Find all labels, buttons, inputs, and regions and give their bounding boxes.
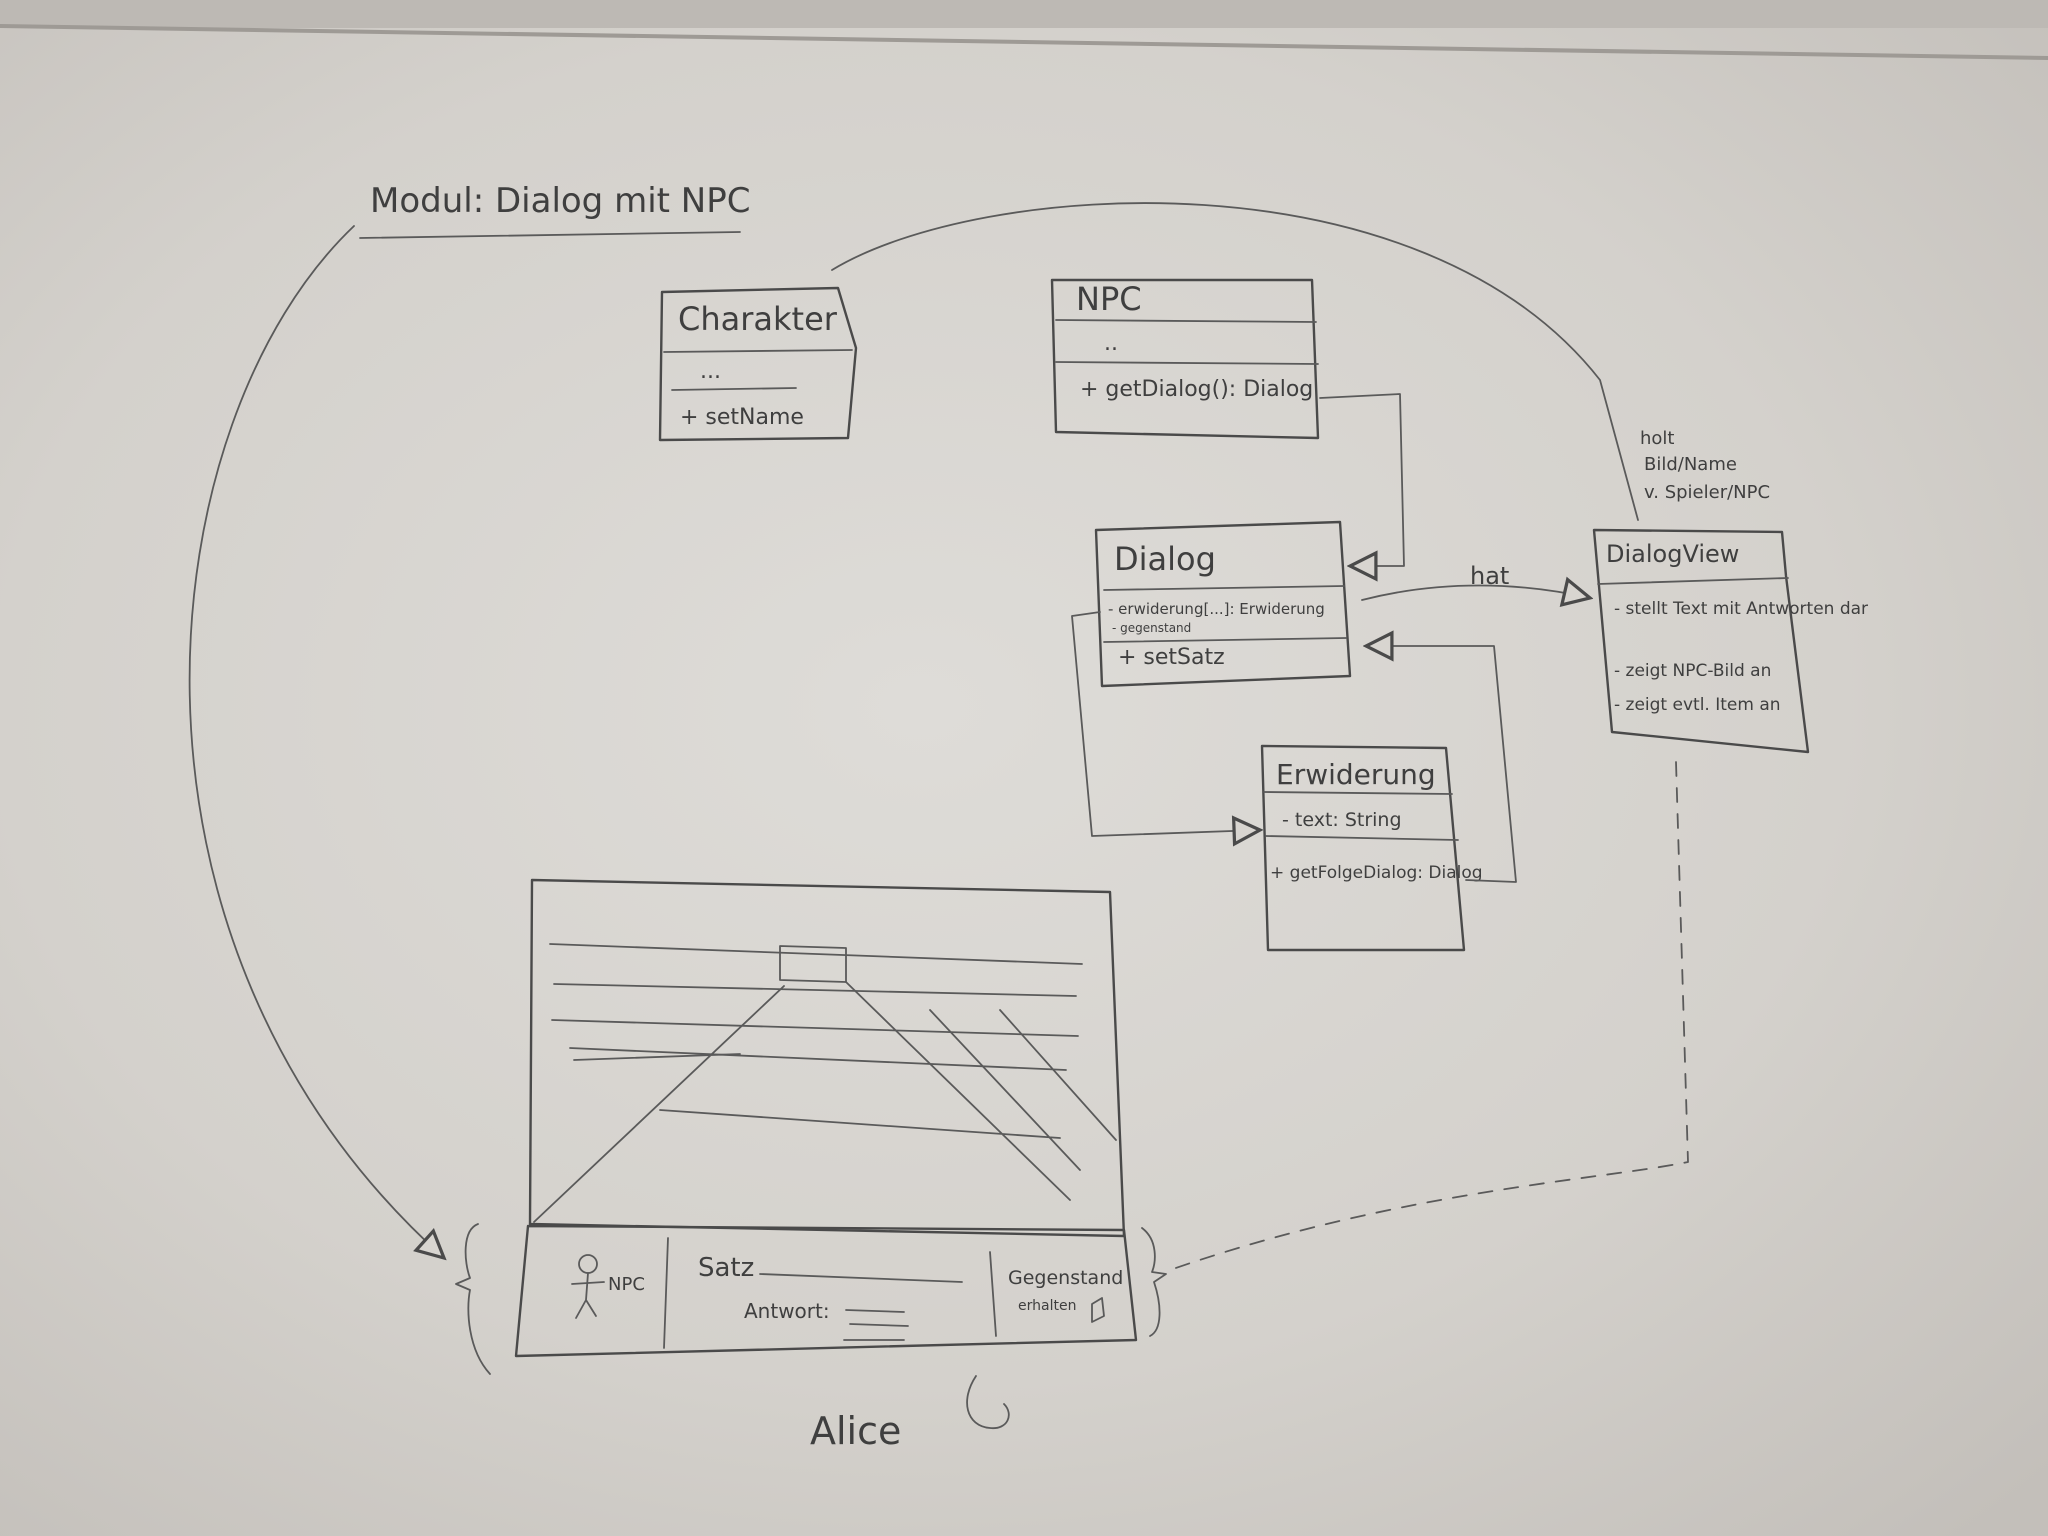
- dialogview-note-3: - zeigt evtl. Item an: [1614, 695, 1781, 715]
- ui-mockup: NPC Satz Antwort: Gegenstand erhalten: [455, 878, 1167, 1375]
- board-frame-top: [0, 24, 2048, 60]
- class-erwiderung-methods: + getFolgeDialog: Dialog: [1270, 863, 1483, 883]
- class-erwiderung-name: Erwiderung: [1276, 758, 1436, 791]
- mockup-erhalten-label: erhalten: [1018, 1298, 1076, 1314]
- class-npc-methods: + getDialog(): Dialog: [1080, 377, 1313, 402]
- dialogview-to-panel-dashed: [1169, 761, 1689, 1271]
- relation-hat-label: hat: [1470, 562, 1509, 590]
- class-character-name: Charakter: [678, 300, 838, 338]
- mockup-antwort-label: Antwort:: [744, 1299, 830, 1323]
- class-character-attributes: ...: [700, 359, 721, 384]
- svg-text:holt: holt: [1640, 428, 1674, 449]
- board-surface: [0, 28, 2048, 1536]
- svg-text:v. Spieler/NPC: v. Spieler/NPC: [1644, 482, 1770, 503]
- class-npc-name: NPC: [1076, 280, 1142, 318]
- class-dialog-attr-2: - gegenstand: [1112, 621, 1191, 635]
- class-npc: NPC .. + getDialog(): Dialog: [1050, 278, 1320, 440]
- class-erwiderung: Erwiderung - text: String + getFolgeDial…: [1260, 744, 1483, 952]
- class-dialog-methods: + setSatz: [1118, 645, 1225, 670]
- class-dialog-name: Dialog: [1114, 540, 1216, 578]
- mockup-scene-lines: [549, 943, 1083, 1071]
- relation-dialog-erwiderung: [1071, 611, 1260, 836]
- class-character: Charakter ... + setName: [658, 286, 858, 442]
- dialogview-note-1: - stellt Text mit Antworten dar: [1614, 599, 1868, 619]
- mockup-gegenstand-label: Gegenstand: [1008, 1267, 1123, 1289]
- class-erwiderung-attributes: - text: String: [1282, 809, 1402, 831]
- right-brace: [1141, 1227, 1167, 1337]
- mockup-scene-perspective: [533, 981, 1117, 1223]
- title-underline: [359, 231, 741, 239]
- item-icon: [1091, 1297, 1105, 1323]
- signature-flourish: [966, 1375, 1010, 1429]
- diagram-title: Modul: Dialog mit NPC: [370, 181, 750, 221]
- class-character-methods: + setName: [680, 405, 804, 430]
- dialogview-note-2: - zeigt NPC-Bild an: [1614, 661, 1771, 681]
- relation-holt-line: [831, 202, 1639, 521]
- class-dialogview: DialogView - stellt Text mit Antworten d…: [1592, 528, 1868, 754]
- signature: Alice: [810, 1409, 901, 1453]
- class-dialog-attr-1: - erwiderung[...]: Erwiderung: [1108, 600, 1325, 618]
- left-brace: [455, 1223, 491, 1375]
- npc-stick-figure-icon: [571, 1254, 605, 1319]
- title-to-mockup-arrow: [188, 225, 444, 1258]
- class-dialog: Dialog - erwiderung[...]: Erwiderung - g…: [1094, 520, 1352, 688]
- mockup-npc-label: NPC: [608, 1274, 645, 1295]
- relation-holt-label: holt Bild/Name v. Spieler/NPC: [1640, 428, 1770, 503]
- svg-text:Bild/Name: Bild/Name: [1644, 454, 1737, 475]
- relation-npc-dialog: [1319, 393, 1405, 566]
- mockup-satz-label: Satz: [698, 1253, 754, 1283]
- relation-hat-line: [1361, 586, 1590, 601]
- class-npc-attributes: ..: [1104, 331, 1118, 356]
- mockup-dialog-panel: [514, 1224, 1138, 1358]
- relation-erwiderung-dialog: [1366, 646, 1517, 883]
- class-dialogview-name: DialogView: [1606, 540, 1739, 568]
